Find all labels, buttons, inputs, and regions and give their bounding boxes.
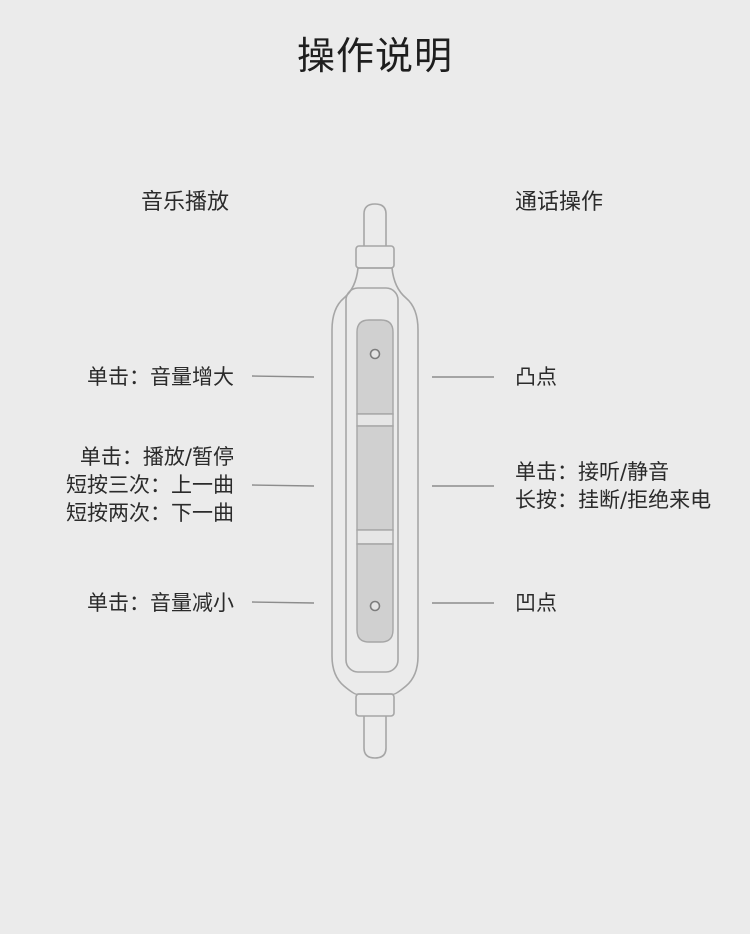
previous-track-text: 短按三次：上一曲 [66,473,234,497]
volume-up-text: 单击：音量增大 [87,365,234,389]
raised-dot-icon [369,348,381,360]
top-collar [355,245,395,269]
leader-line-left-top [251,375,315,378]
raised-dot-label: 凸点 [515,363,557,391]
raised-dot-text: 凸点 [515,365,557,389]
volume-up-label: 单击：音量增大 [87,363,234,391]
bottom-collar [355,693,395,717]
page-title: 操作说明 [296,34,453,78]
answer-mute-text: 单击：接听/静音 [515,460,670,484]
play-pause-text: 单击：播放/暂停 [79,445,234,469]
divider-upper [356,413,394,427]
divider-lower [356,529,394,545]
remote-inner-frame [345,287,399,673]
recessed-dot-text: 凹点 [515,591,557,615]
call-control-label-group: 单击：接听/静音 长按：挂断/拒绝来电 [515,458,711,514]
leader-line-left-middle [251,484,315,487]
recessed-dot-icon [369,600,381,612]
top-cable-connector [363,203,387,246]
volume-down-text: 单击：音量减小 [87,591,234,615]
volume-down-label: 单击：音量减小 [87,589,234,617]
call-operation-heading: 通话操作 [515,190,604,215]
next-track-text: 短按两次：下一曲 [66,501,234,525]
bottom-cable-connector [363,716,387,759]
play-pause-button [356,425,394,531]
leader-line-left-bottom [251,601,315,604]
volume-down-button [356,543,394,643]
volume-up-button [356,319,394,415]
music-playback-heading: 音乐播放 [141,190,230,215]
hangup-reject-text: 长按：挂断/拒绝来电 [515,488,712,512]
recessed-dot-label: 凹点 [515,589,557,617]
play-pause-label-group: 单击：播放/暂停 短按三次：上一曲 短按两次：下一曲 [66,443,234,527]
